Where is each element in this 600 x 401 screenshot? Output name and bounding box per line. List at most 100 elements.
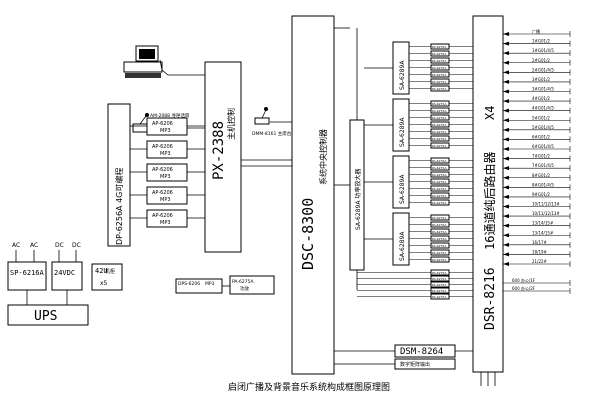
arrow-icon — [503, 185, 509, 190]
pa-module-label: PA-6275A — [432, 271, 447, 275]
zone-output: 13/14/15# — [503, 230, 571, 239]
dsm8264-label: DSM-8264 — [400, 347, 443, 357]
zone-label: 8#G01/4/5 — [532, 182, 554, 187]
bottom-output-label: 600 办公/1F — [512, 277, 536, 283]
zone-label: 7#G01/2 — [532, 154, 550, 159]
pa-module-label: PA-6275A — [432, 137, 447, 141]
zone-label: 16/17# — [532, 240, 548, 245]
arrow-icon — [503, 108, 509, 113]
arrow-icon — [503, 70, 509, 75]
zone-output: 21/22# — [503, 259, 571, 267]
zone-label: 1#G01/2 — [532, 39, 550, 44]
amp-label: SA-6289A — [399, 174, 406, 204]
ap-module-sub: MP3 — [160, 151, 171, 157]
pa-module-label: PA-6275A — [432, 109, 447, 113]
ap-module-sub: MP3 — [160, 174, 171, 180]
zone-label: 6#G01/2 — [532, 134, 550, 139]
amp-list: SA-6289A PA-6275A PA-6275A PA-6275A PA-6275A… — [357, 41, 473, 300]
zone-label: 8#G01/2 — [532, 173, 550, 178]
zone-output: 7#G01/4/5 — [503, 163, 571, 172]
dsr8216-suffix: X4 — [483, 106, 497, 120]
ap-module-sub: MP3 — [160, 197, 171, 203]
bottom-output-list: 600 办公/1F 600 办公/2F — [503, 277, 571, 294]
pa-module-label: PA-6275A — [432, 45, 447, 49]
pa-module-label: PA-6275A — [432, 80, 447, 84]
zone-label: 3#G01/4/5 — [532, 87, 554, 92]
zone-label: 6#G01/4/5 — [532, 144, 554, 149]
zone-output: 3#G01/2 — [503, 77, 571, 85]
pa-module-label: PA-6275A — [432, 295, 447, 299]
bottom-output: 600 办公/2F — [503, 285, 571, 294]
svg-text:MP3: MP3 — [205, 281, 215, 287]
zone-label: 2#G01/2 — [532, 58, 550, 63]
zone-label: 4#G01/4/5 — [532, 106, 554, 111]
ac1-label: AC — [12, 242, 20, 249]
zone-output: 2#G01/4/5 — [503, 67, 571, 76]
zone-label: 10/11/12/13# — [532, 211, 560, 216]
pa-module-label: PA-6275A — [432, 73, 447, 77]
zone-label: 3#G01/2 — [532, 77, 550, 82]
zone-label: 13/14/15# — [532, 221, 554, 226]
dmm8161-label: DMM-8161 主席台 — [252, 130, 292, 137]
zone-label: 广播 — [532, 28, 540, 34]
bottom-output-label: 600 办公/2F — [512, 285, 536, 291]
amp-block: SA-6289APA-6275APA-6275APA-6275APA-6275A… — [364, 155, 473, 209]
zone-output-list: 广播1#G01/21#G01/4/52#G01/22#G01/4/53#G01/… — [503, 28, 571, 267]
dc2-label: DC — [72, 242, 81, 249]
zone-label: 9#G01/2 — [532, 192, 550, 197]
rack-count: x5 — [100, 280, 108, 287]
pa-module-label: PA-6275A — [432, 116, 447, 120]
zone-output: 6#G01/2 — [503, 134, 571, 143]
pa-module-label: PA-6275A — [432, 187, 447, 191]
arrow-icon — [503, 127, 509, 132]
zone-output: 6#G01/4/5 — [503, 144, 571, 152]
zone-output: 1#G01/2 — [503, 39, 571, 47]
pa-module-label: PA-6275A — [432, 251, 447, 255]
arrow-icon — [503, 118, 509, 123]
arrow-icon — [503, 175, 509, 180]
px2388-desc: 主机控制 — [226, 108, 236, 140]
zone-output: 9#G01/2 — [503, 192, 571, 200]
dc24-label: 24VDC — [54, 269, 75, 277]
arrow-icon — [503, 166, 509, 171]
dc1-label: DC — [55, 242, 64, 249]
pa-module-label: PA-6275A — [432, 216, 447, 220]
pa-module-label: PA-6275A — [432, 87, 447, 91]
pa-module-label: PA-6275A — [432, 66, 447, 70]
pa-module-label: PA-6275A — [432, 237, 447, 241]
zone-label: 2#G01/4/5 — [532, 67, 554, 72]
arrow-icon — [503, 262, 509, 266]
sa-bus-label: SA-6289A 功率放大器 — [354, 169, 362, 230]
ap-module-name: AP-6206 — [152, 213, 173, 219]
ap-module-sub: MP3 — [160, 220, 171, 226]
sp6216a-label: SP-6216A — [10, 269, 45, 277]
zone-label: 4#G01/2 — [532, 96, 550, 101]
amp-block: SA-6289APA-6275APA-6275APA-6275APA-6275A… — [364, 98, 473, 152]
dsc8300-desc: 系统中央控制器 — [318, 129, 328, 185]
pa-module-label: PA-6275A — [432, 201, 447, 205]
arrow-icon — [503, 60, 509, 65]
ap-module-sub: MP3 — [160, 128, 171, 134]
ap-module-name: AP-6206 — [152, 144, 173, 150]
rack-sub: 机柜 — [105, 268, 115, 275]
pa-module-label: PA-6275A — [432, 258, 447, 262]
zone-output: 2#G01/2 — [503, 58, 571, 66]
amp-label: SA-6289A — [399, 117, 406, 147]
small-device-1: DPS-6206 MP3 — [175, 278, 223, 294]
ac2-label: AC — [30, 242, 38, 249]
zone-output: 5#G01/4/5 — [503, 125, 571, 133]
zone-label: 13/14/15# — [532, 230, 554, 235]
ap-module-name: AP-6206 — [152, 121, 173, 127]
px2388-box — [204, 61, 242, 253]
pa-module-label: PA-6275A — [432, 277, 447, 281]
zone-label: 10/11/12/13# — [532, 202, 560, 207]
dsr8216-desc: 16通道纯后路由器 — [482, 152, 497, 250]
arrow-icon — [503, 147, 509, 151]
arrow-icon — [503, 137, 509, 142]
zone-label: 21/22# — [532, 259, 548, 264]
